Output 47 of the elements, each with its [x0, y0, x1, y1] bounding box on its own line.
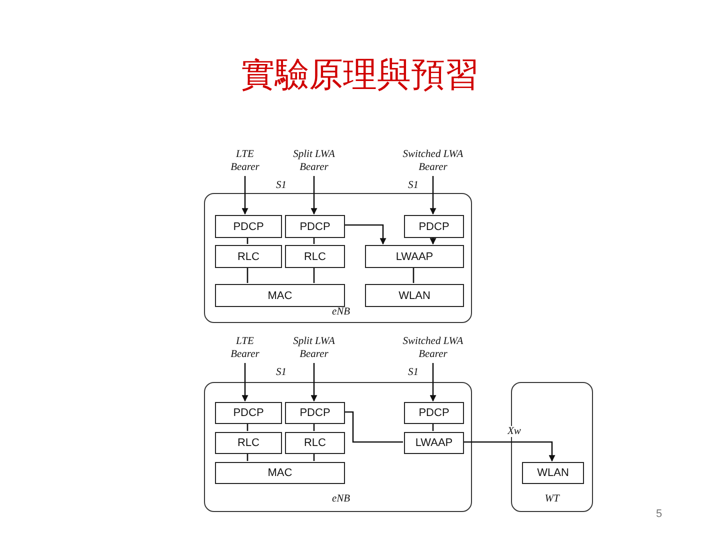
node-container [204, 193, 472, 323]
interface-label: S1 [408, 180, 418, 191]
arrow [430, 363, 436, 402]
layer-box: PDCP [285, 215, 345, 238]
arrow [242, 176, 248, 215]
container-label: WT [544, 494, 560, 504]
layer-box: PDCP [404, 402, 464, 424]
bearer-label: LTE Bearer [225, 333, 265, 363]
page-number: 5 [656, 508, 662, 520]
connector-line [412, 267, 414, 283]
interface-label: S1 [408, 367, 418, 378]
bearer-label: Split LWA Bearer [282, 333, 346, 363]
layer-box: PDCP [215, 402, 282, 424]
layer-box: LWAAP [404, 432, 464, 454]
layer-box: PDCP [215, 215, 282, 238]
container-label: eNB [332, 494, 350, 504]
title: 實驗原理與預習 [240, 54, 480, 97]
connector-line [313, 267, 315, 283]
arrow [310, 363, 318, 402]
bearer-label: LTE Bearer [225, 146, 265, 176]
bearer-label: Split LWA Bearer [282, 146, 346, 176]
connector-line [344, 411, 403, 443]
layer-box: LWAAP [365, 245, 464, 268]
bearer-label: Switched LWA Bearer [394, 333, 472, 363]
layer-box: RLC [285, 432, 345, 454]
interface-label: S1 [276, 180, 286, 191]
layer-box: WLAN [522, 462, 584, 484]
arrow [242, 363, 248, 402]
interface-label: S1 [276, 367, 286, 378]
arrow [430, 176, 436, 215]
bearer-label: Switched LWA Bearer [394, 146, 472, 176]
connector-line [246, 267, 248, 283]
layer-box: MAC [215, 284, 345, 307]
arrow [344, 224, 386, 245]
arrow [310, 176, 318, 215]
layer-box: RLC [215, 245, 282, 268]
layer-box: WLAN [365, 284, 464, 307]
container-label: eNB [332, 306, 350, 318]
layer-box: PDCP [404, 215, 464, 238]
layer-box: MAC [215, 462, 345, 484]
layer-box: RLC [215, 432, 282, 454]
arrow [463, 441, 556, 462]
layer-box: PDCP [285, 402, 345, 424]
arrow [430, 237, 436, 245]
layer-box: RLC [285, 245, 345, 268]
edge-label: Xw [508, 426, 521, 437]
node-container [204, 382, 472, 512]
